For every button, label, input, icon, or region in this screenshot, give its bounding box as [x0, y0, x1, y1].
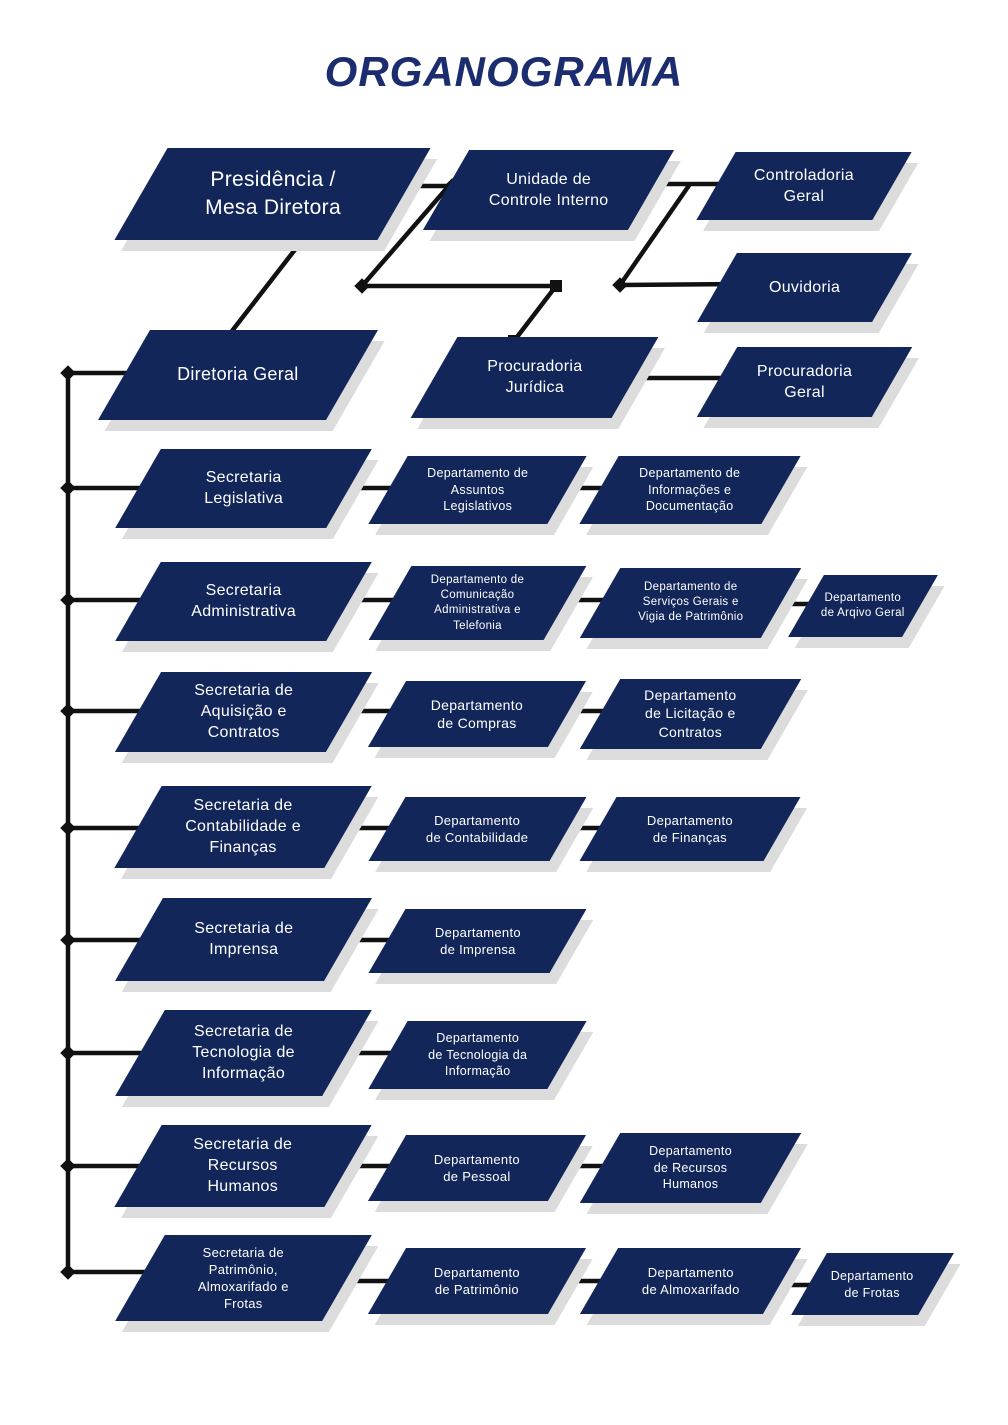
node-departamento-informacoes: Departamento de Informações e Documentaç…	[579, 456, 801, 524]
node-label: Departamento de Compras	[430, 696, 524, 731]
node-secretaria-legislativa: Secretaria Legislativa	[114, 448, 372, 528]
node-departamento-recursos-humanos: Departamento de Recursos Humanos	[579, 1133, 801, 1203]
node-diretoria-geral: Diretoria Geral	[98, 330, 378, 420]
node-unidade-controle-interno: Unidade de Controle Interno	[422, 150, 674, 230]
node-label: Presidência / Mesa Diretora	[204, 168, 340, 219]
node-label: Secretaria Administrativa	[190, 581, 296, 620]
node-departamento-imprensa: Departamento de Imprensa	[368, 909, 586, 973]
node-departamento-servicos-gerais: Departamento de Serviços Gerais e Vigia …	[579, 568, 801, 638]
node-presidencia: Presidência / Mesa Diretora	[113, 148, 431, 240]
node-label: Secretaria de Contabilidade e Finanças	[185, 797, 301, 857]
node-label: Departamento de Frotas	[830, 1268, 914, 1300]
node-label: Secretaria de Aquisição e Contratos	[193, 682, 293, 742]
node-label: Controladoria Geral	[754, 166, 854, 205]
node-secretaria-administrativa: Secretaria Administrativa	[114, 561, 372, 641]
node-departamento-contabilidade: Departamento de Contabilidade	[368, 797, 586, 861]
node-label: Departamento de Imprensa	[434, 924, 520, 957]
node-label: Departamento de Recursos Humanos	[648, 1144, 732, 1192]
node-departamento-patrimonio: Departamento de Patrimônio	[367, 1248, 587, 1314]
node-label: Secretaria de Imprensa	[193, 919, 293, 958]
node-departamento-frotas: Departamento de Frotas	[790, 1253, 954, 1315]
node-label: Departamento de Pessoal	[434, 1151, 520, 1184]
node-label: Departamento de Assuntos Legislativos	[426, 466, 528, 514]
node-secretaria-contabilidade-financas: Secretaria de Contabilidade e Finanças	[114, 786, 372, 868]
node-departamento-almoxarifado: Departamento de Almoxarifado	[579, 1248, 801, 1314]
node-label: Departamento de Tecnologia da Informação	[427, 1031, 527, 1079]
node-label: Secretaria Legislativa	[203, 468, 283, 507]
node-secretaria-tecnologia: Secretaria de Tecnologia de Informação	[114, 1010, 372, 1096]
node-label: Departamento de Patrimônio	[434, 1264, 520, 1297]
node-label: Departamento de Informações e Documentaç…	[639, 466, 741, 514]
node-label: Ouvidoria	[768, 278, 840, 296]
node-departamento-compras: Departamento de Compras	[367, 681, 587, 747]
node-departamento-assuntos-legislativos: Departamento de Assuntos Legislativos	[367, 456, 587, 524]
node-ouvidoria: Ouvidoria	[696, 252, 912, 322]
node-label: Secretaria de Recursos Humanos	[193, 1136, 293, 1196]
node-label: Departamento de Serviços Gerais e Vigia …	[637, 581, 743, 624]
node-label: Unidade de Controle Interno	[488, 170, 608, 209]
node-label: Departamento de Finanças	[647, 812, 733, 845]
node-label: Secretaria de Patrimônio, Almoxarifado e…	[197, 1244, 289, 1312]
node-secretaria-aquisicao-contratos: Secretaria de Aquisição e Contratos	[114, 672, 372, 752]
node-departamento-financas: Departamento de Finanças	[579, 797, 801, 861]
node-label: Secretaria de Tecnologia de Informação	[191, 1023, 295, 1083]
node-label: Procuradoria Jurídica	[486, 357, 582, 396]
node-secretaria-imprensa: Secretaria de Imprensa	[114, 897, 372, 981]
node-departamento-pessoal: Departamento de Pessoal	[367, 1135, 587, 1201]
node-label: Departamento de Comunicação Administrati…	[430, 573, 524, 632]
node-label: Departamento de Arqivo Geral	[821, 591, 905, 619]
node-departamento-licitacao: Departamento de Licitação e Contratos	[579, 679, 801, 749]
node-label: Procuradoria Geral	[756, 362, 852, 401]
node-departamento-arqivo-geral: Departamento de Arqivo Geral	[788, 575, 938, 637]
page-title: ORGANOGRAMA	[324, 48, 684, 95]
node-label: Departamento de Contabilidade	[425, 812, 529, 845]
node-label: Departamento de Almoxarifado	[641, 1264, 739, 1297]
node-departamento-comunicacao: Departamento de Comunicação Administrati…	[368, 566, 586, 640]
node-procuradoria-geral: Procuradoria Geral	[696, 347, 912, 417]
node-secretaria-recursos-humanos: Secretaria de Recursos Humanos	[114, 1125, 372, 1207]
node-label: Diretoria Geral	[177, 364, 299, 385]
node-controladoria-geral: Controladoria Geral	[696, 152, 912, 220]
node-procuradoria-juridica: Procuradoria Jurídica	[410, 336, 658, 418]
node-departamento-tecnologia: Departamento de Tecnologia da Informação	[367, 1021, 587, 1089]
node-secretaria-patrimonio: Secretaria de Patrimônio, Almoxarifado e…	[114, 1235, 372, 1321]
node-label: Departamento de Licitação e Contratos	[643, 687, 737, 741]
